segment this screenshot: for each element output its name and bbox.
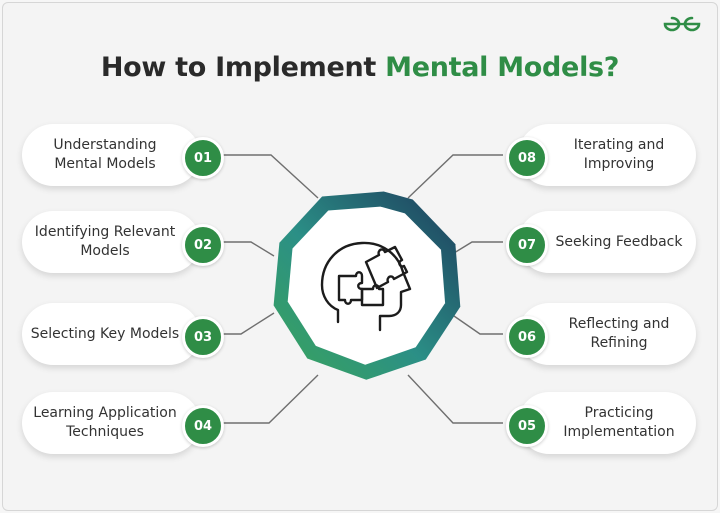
connector-05 [407,374,503,424]
step-number-badge: 01 [182,137,224,179]
step-label: Reflecting and Refining [568,316,670,351]
connector-01 [219,154,319,199]
step-card-08: Iterating and Improving 08 [506,124,696,186]
step-card-06: Reflecting and Refining 06 [506,303,696,365]
step-label: Understanding Mental Models [53,137,157,172]
step-number-badge: 05 [506,405,548,447]
page-title: How to Implement Mental Models? [0,52,720,83]
step-card-02: Identifying Relevant Models 02 [22,211,224,273]
step-number-badge: 02 [182,224,224,266]
connector-08 [407,154,503,199]
head-puzzle-icon [320,241,412,332]
step-card-07: Seeking Feedback 07 [506,211,696,273]
connector-04 [219,374,319,424]
step-number-badge: 07 [506,224,548,266]
step-label: Practicing Implementation [563,405,675,440]
brand-logo-icon [663,16,701,32]
connector-06 [453,315,503,335]
step-card-01: Understanding Mental Models 01 [22,124,224,186]
step-label: Selecting Key Models [30,325,180,342]
title-highlight: Mental Models? [385,52,620,83]
connector-02 [219,241,275,257]
step-card-03: Selecting Key Models 03 [22,303,224,365]
step-label: Identifying Relevant Models [34,224,176,259]
connector-07 [453,241,503,254]
step-card-05: Practicing Implementation 05 [506,392,696,454]
step-label: Seeking Feedback [555,233,683,250]
step-card-04: Learning Application Techniques 04 [22,392,224,454]
step-number-badge: 04 [182,405,224,447]
octagon-inner [287,206,446,365]
step-label: Iterating and Improving [573,137,665,172]
title-prefix: How to Implement [100,52,386,83]
step-number-badge: 06 [506,316,548,358]
step-number-badge: 03 [182,316,224,358]
connector-03 [219,312,275,335]
step-label: Learning Application Techniques [33,405,177,440]
step-number-badge: 08 [506,137,548,179]
